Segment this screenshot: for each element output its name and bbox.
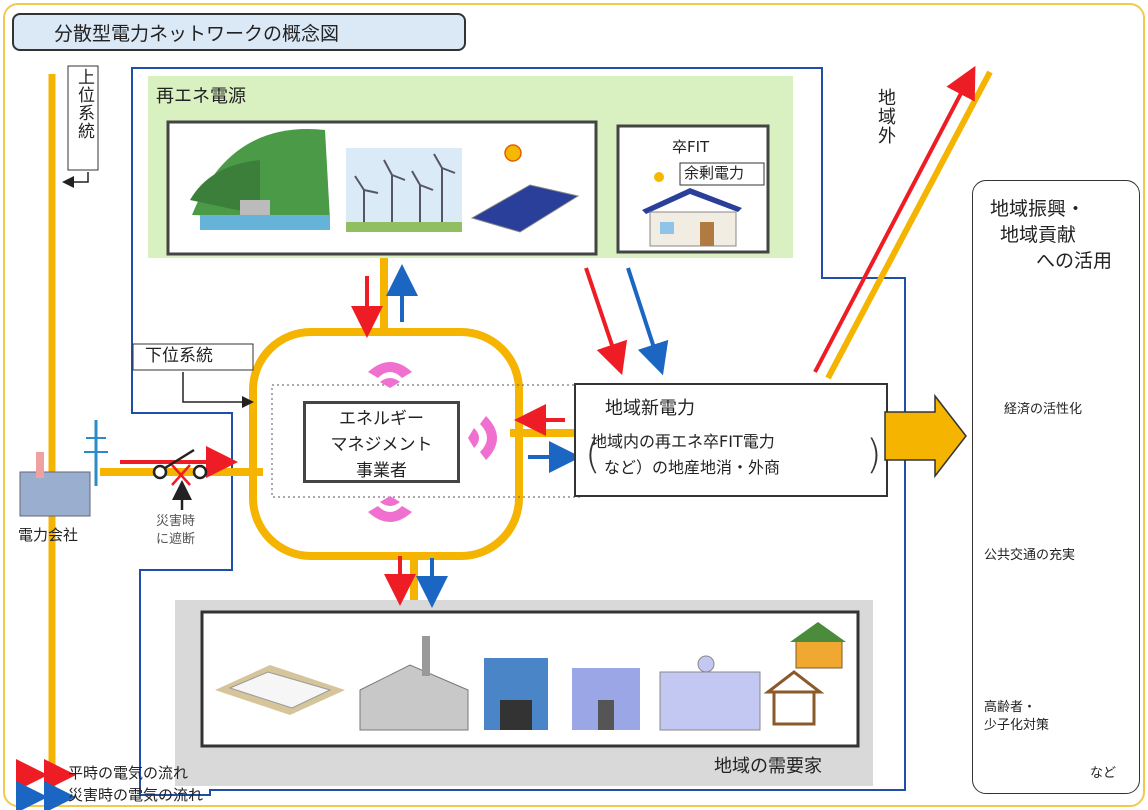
regional-power-box — [574, 383, 888, 497]
transport-label: 公共交通の充実 — [984, 548, 1076, 563]
side-title-2: 地域貢献 — [1000, 224, 1077, 246]
regional-power-detail-2: など）の地産地消・外商 — [604, 458, 781, 477]
regional-benefits-panel — [972, 180, 1140, 794]
power-company-label: 電力会社 — [18, 526, 79, 544]
ems-line-3: 事業者 — [356, 461, 407, 481]
ems-line-2: マネジメント — [330, 435, 433, 455]
ems-line-1: エネルギー — [339, 409, 424, 429]
regional-power-title: 地域新電力 — [605, 398, 695, 419]
surplus-power-box — [679, 162, 765, 186]
elderly-label-2: 少子化対策 — [984, 718, 1050, 733]
side-title-3: への活用 — [1036, 250, 1113, 272]
breaker-switch — [152, 448, 208, 510]
disaster-flow-arrows — [386, 264, 669, 608]
legend-disaster-label: 災害時の電気の流れ — [68, 786, 204, 804]
lower-system-box — [132, 343, 254, 371]
paren-left: ( — [585, 432, 601, 478]
sotsu-fit-label: 卒FIT — [672, 138, 710, 156]
disaster-cut-label-1: 災害時 — [156, 514, 196, 529]
page-title: 分散型電力ネットワークの概念図 — [12, 13, 466, 51]
side-title-1: 地域振興・ — [990, 198, 1086, 220]
power-company-illustration — [19, 420, 108, 517]
demand-buildings-illustration — [215, 622, 846, 731]
wireless-signals — [368, 362, 497, 522]
energy-management-operator-box: エネルギー マネジメント 事業者 — [303, 401, 460, 483]
hydro-plant-illustration — [190, 129, 330, 230]
elderly-label-1: 高齢者・ — [984, 700, 1037, 715]
legend-arrows — [16, 759, 76, 810]
economy-label: 経済の活性化 — [1004, 402, 1083, 417]
wind-turbines-illustration — [346, 148, 462, 232]
upper-system-label: 上位系統 — [74, 68, 94, 140]
surplus-power-label: 余剰電力 — [684, 164, 745, 182]
disaster-cut-label-2: に遮断 — [156, 532, 196, 547]
renewable-sources-label: 再エネ電源 — [156, 86, 246, 107]
paren-right: ) — [866, 432, 882, 478]
demand-label: 地域の需要家 — [714, 756, 822, 777]
outer-frame — [3, 3, 1145, 807]
etc-label: など — [1090, 766, 1117, 781]
house-illustration — [642, 172, 742, 247]
regional-power-detail-1: 地域内の再エネ卒FIT電力 — [591, 432, 775, 451]
normal-flow-arrows — [120, 65, 976, 606]
utilization-arrow — [884, 393, 967, 479]
legend-normal-label: 平時の電気の流れ — [68, 764, 189, 782]
lower-system-label: 下位系統 — [145, 346, 213, 366]
solar-panel-illustration — [470, 144, 580, 233]
outside-region-label: 地域外 — [875, 88, 896, 145]
upper-system-box — [67, 65, 99, 171]
region-boundary — [131, 67, 906, 796]
